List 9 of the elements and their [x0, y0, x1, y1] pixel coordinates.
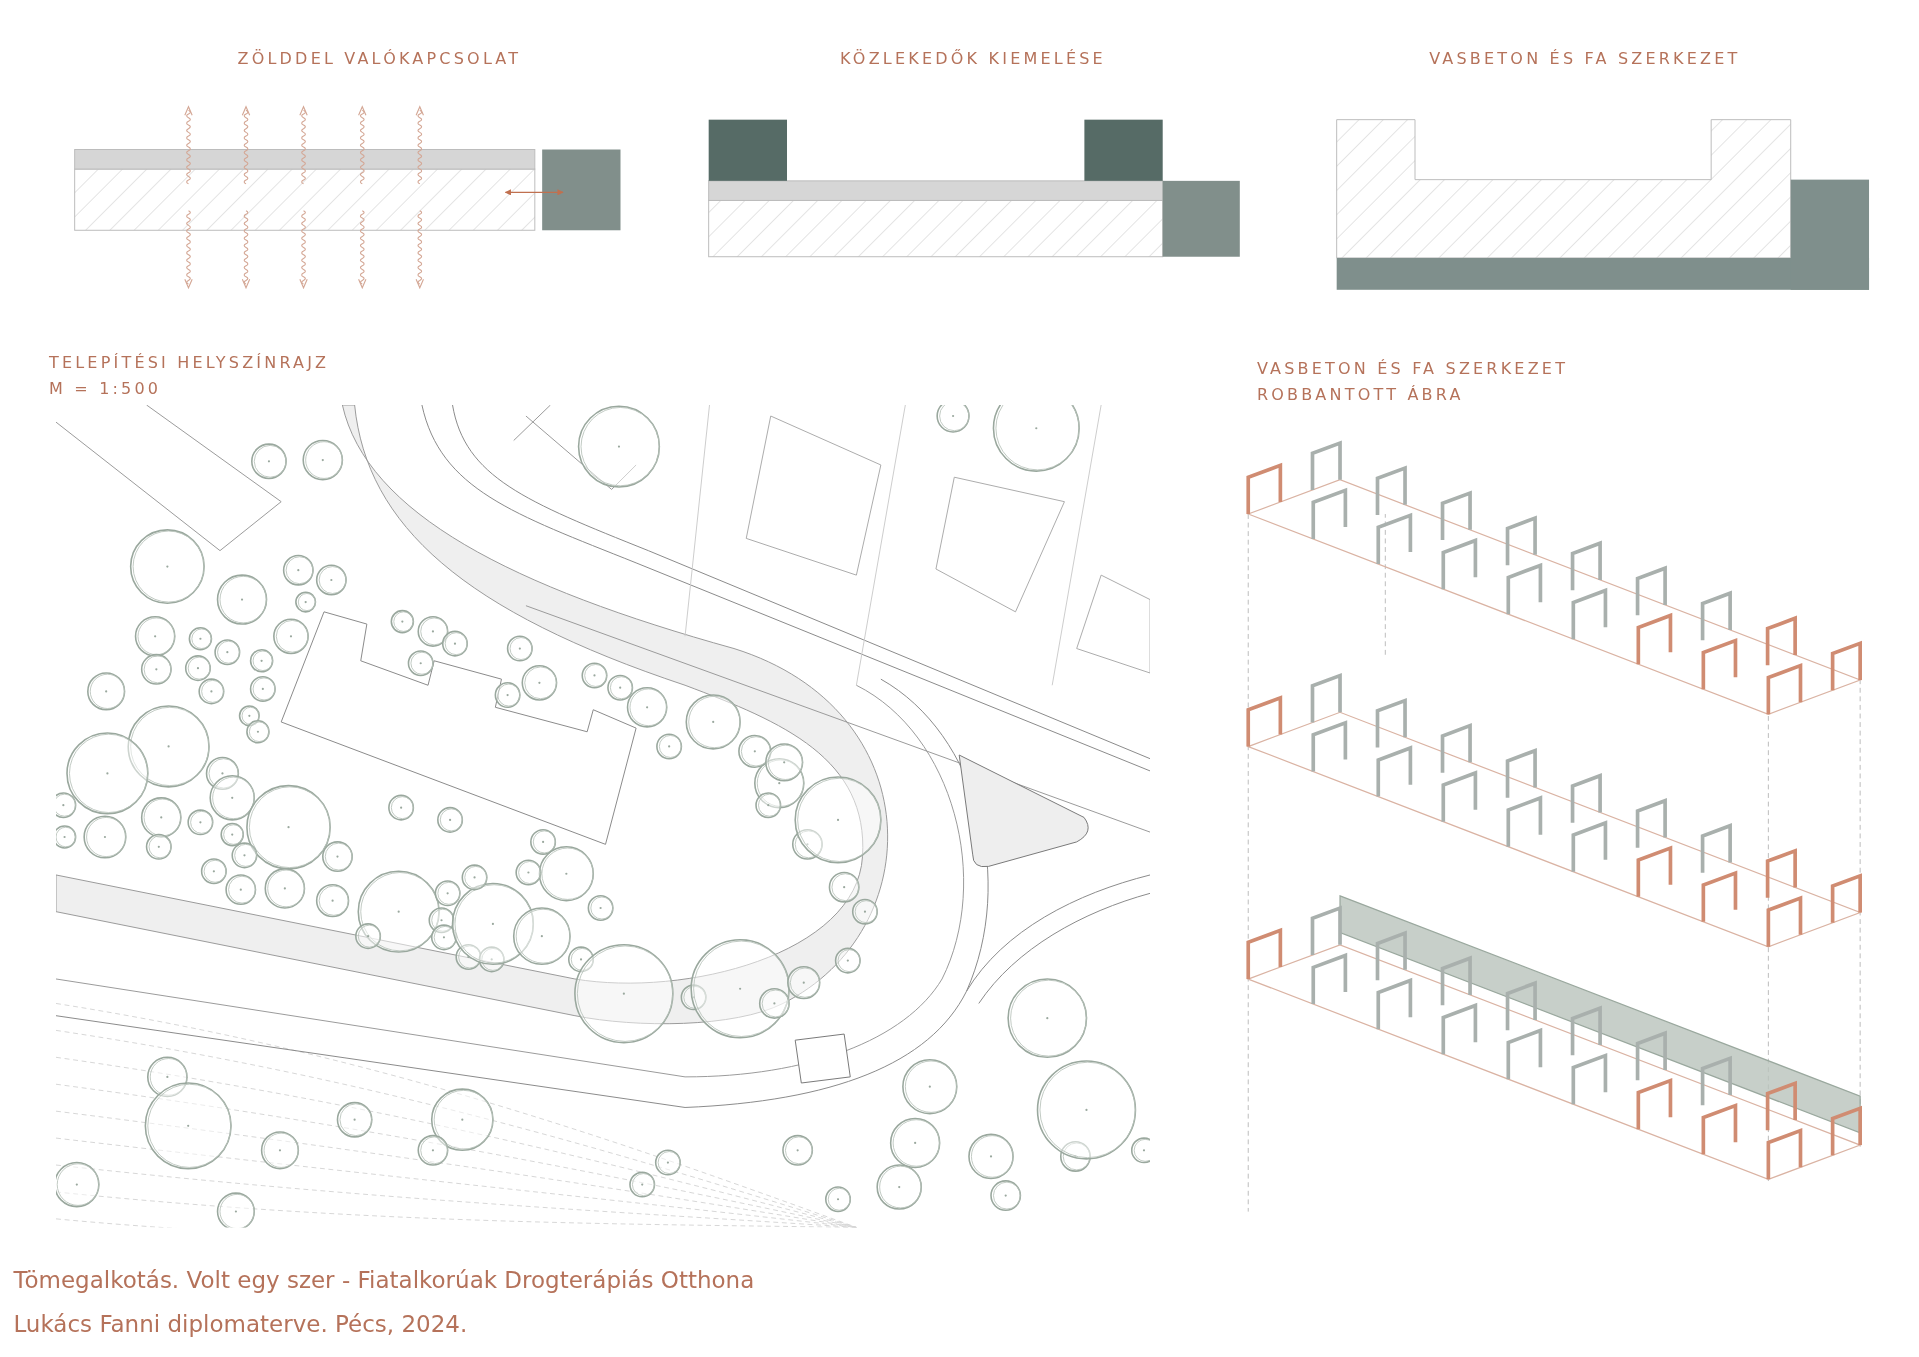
section-title: KÖZLEKEDŐK KIEMELÉSE — [840, 47, 1106, 70]
section-title: VASBETON ÉS FA SZERKEZET — [1256, 358, 1569, 381]
caption-text: Lukács Fanni diplomaterve. Pécs, 2024. — [13, 1310, 468, 1340]
section-subtitle: ROBBANTOTT ÁBRA — [1256, 384, 1464, 407]
section-title: VASBETON ÉS FA SZERKEZET — [1429, 47, 1741, 70]
scale-label: M = 1:500 — [48, 377, 162, 400]
caption-text: Tömegalkotás. Volt egy szer - Fiatalkorúak Drogterápiás Otthona — [13, 1266, 755, 1295]
plan-title: TELEPÍTÉSI HELYSZÍNRAJZ — [48, 352, 330, 375]
section-title: ZÖLDDEL VALÓKAPCSOLAT — [237, 47, 522, 70]
